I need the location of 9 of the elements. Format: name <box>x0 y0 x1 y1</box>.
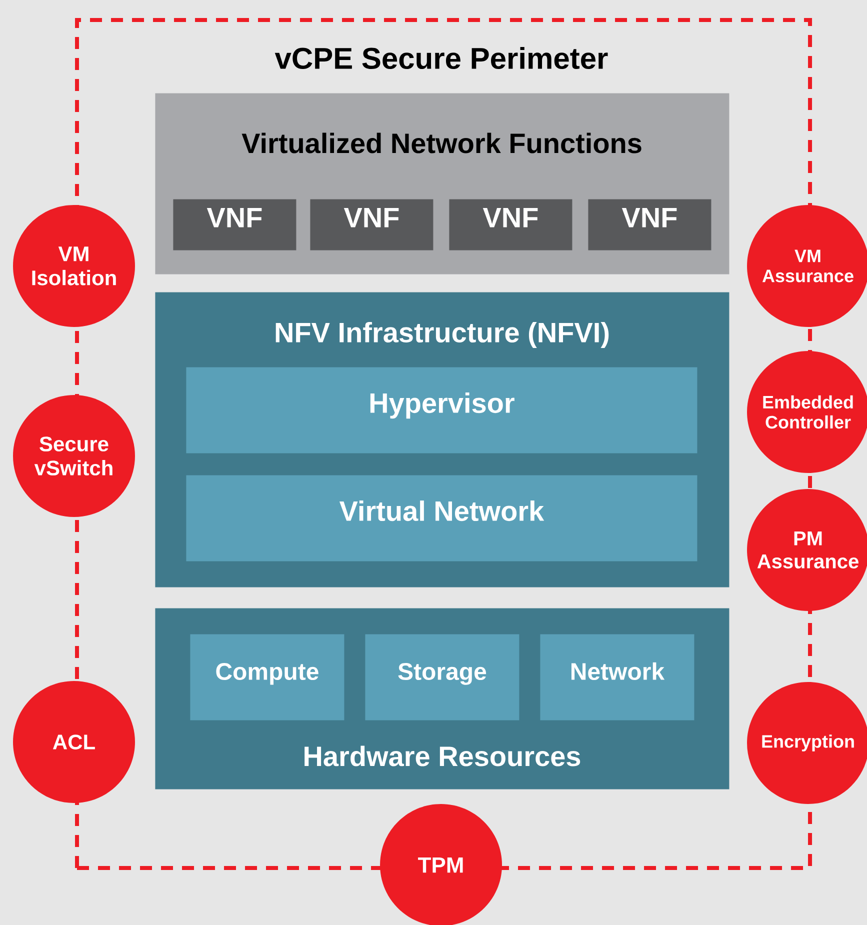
component-box: Storage <box>365 634 520 720</box>
function-box: VNF <box>588 199 712 250</box>
component-box: Hypervisor <box>186 367 698 454</box>
component-box: Network <box>540 634 694 720</box>
function-box: VNF <box>173 199 296 250</box>
function-box: VNF <box>449 199 572 250</box>
component-box: Virtual Network <box>186 475 698 562</box>
function-box: VNF <box>310 199 434 250</box>
component-box: Compute <box>190 634 344 720</box>
